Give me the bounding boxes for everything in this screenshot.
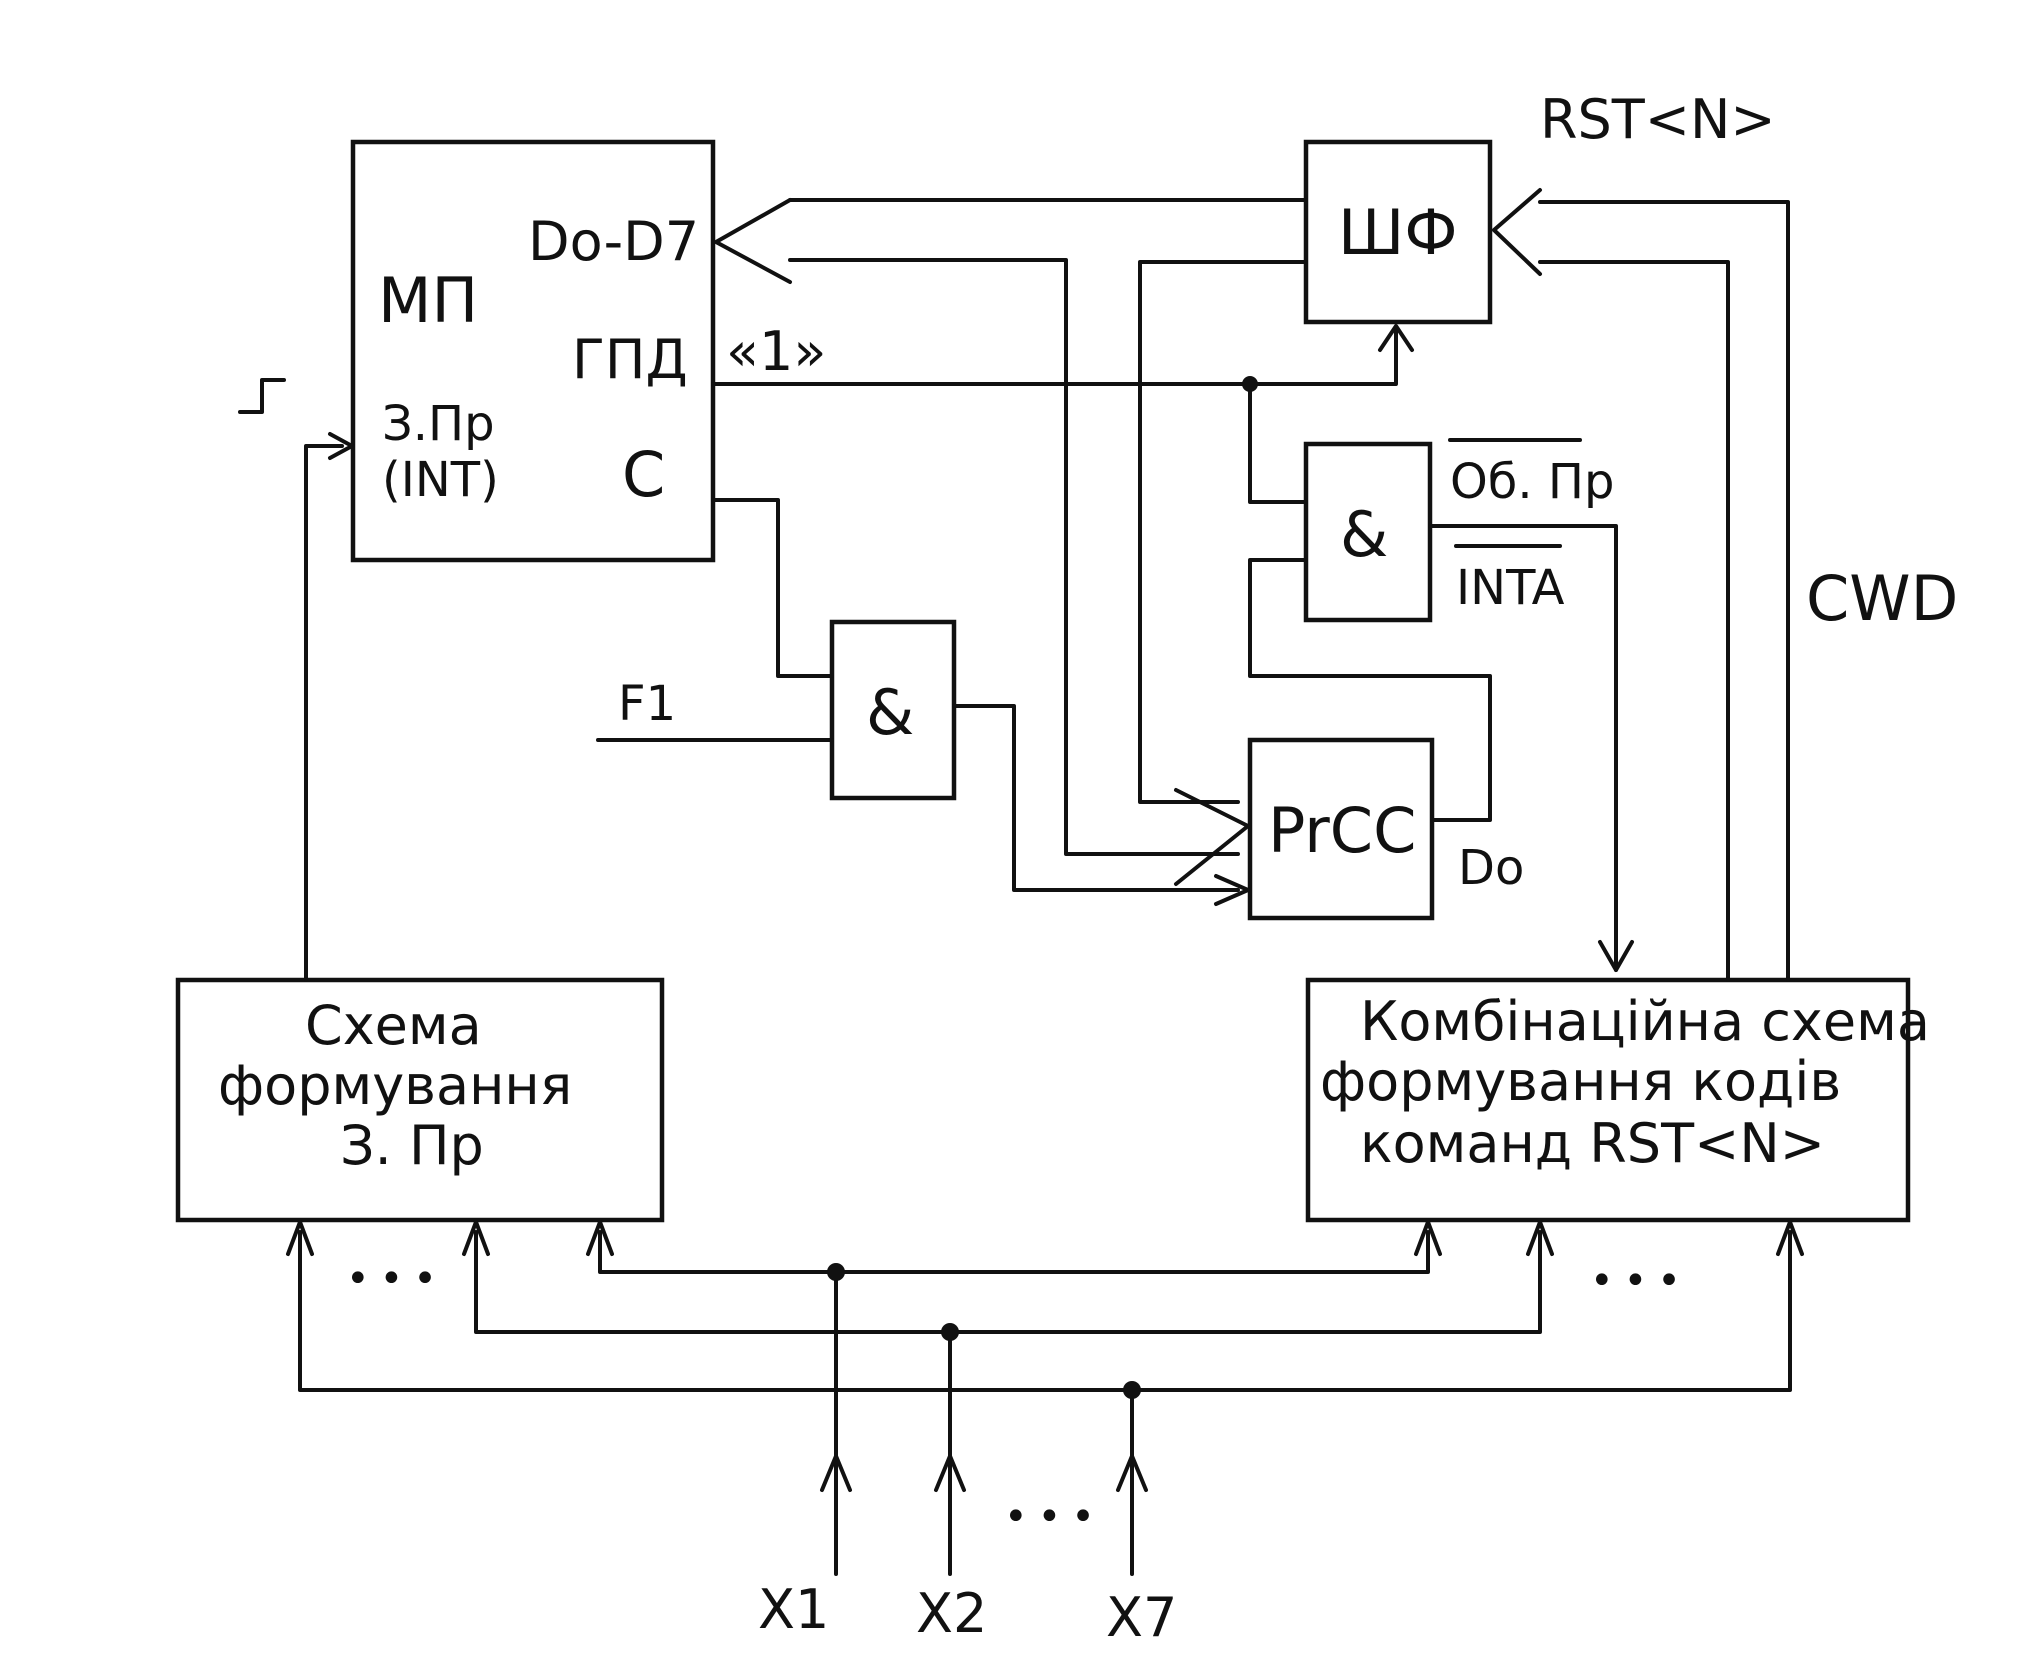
wire-interrupt-request bbox=[304, 444, 344, 982]
arrow-bus-to-rgcc bbox=[1174, 788, 1250, 886]
wire-c-to-and bbox=[711, 498, 834, 678]
arrow-and-to-rgcc bbox=[1214, 874, 1250, 906]
schema-left-frame bbox=[175, 977, 665, 1223]
wire-data-bus-lower bbox=[788, 258, 1240, 856]
signal-cwd-label: СWD bbox=[1806, 562, 1958, 635]
arrow-into-right-3 bbox=[1776, 1220, 1804, 1256]
mp-port-int-label-1: З.Пр bbox=[382, 396, 495, 452]
schema-left-line3: З. Пр bbox=[340, 1114, 484, 1177]
pulse-symbol bbox=[238, 378, 286, 414]
mp-block: МП Do-D7 ГПД З.Пр (INT) C bbox=[350, 139, 716, 563]
arrow-into-left-3 bbox=[586, 1220, 614, 1256]
signal-x7-label: X7 bbox=[1106, 1586, 1177, 1649]
shf-block: ШФ bbox=[1303, 139, 1493, 325]
shf-block-title: ШФ bbox=[1338, 196, 1458, 269]
wire-shf-to-rgcc bbox=[1138, 260, 1308, 804]
signal-f1-label: F1 bbox=[618, 676, 676, 732]
wire-one-to-and-top bbox=[1248, 382, 1308, 504]
arrow-interrupt-to-mp bbox=[328, 432, 354, 460]
wire-x2-bus bbox=[474, 1230, 952, 1576]
arrow-into-right-1 bbox=[1414, 1220, 1442, 1256]
wire-comb-to-shf-1 bbox=[1538, 260, 1730, 982]
junction-x1 bbox=[827, 1263, 845, 1281]
mp-port-data-label: Do-D7 bbox=[528, 210, 699, 273]
mp-port-c-label: C bbox=[622, 438, 665, 511]
and-gate-middle: & bbox=[829, 619, 957, 801]
signal-inta-label: INTA bbox=[1456, 560, 1565, 616]
arrow-data-bus-to-mp bbox=[714, 198, 792, 284]
and-gate-top-symbol: & bbox=[1340, 498, 1388, 571]
signal-x2-label: X2 bbox=[916, 1582, 987, 1645]
arrow-into-right-2 bbox=[1526, 1220, 1554, 1256]
mp-port-gpd-label: ГПД bbox=[572, 328, 688, 391]
and-gate-middle-frame bbox=[829, 619, 957, 801]
wire-x1-bus bbox=[598, 1230, 838, 1576]
wire-gpd-one bbox=[711, 326, 1398, 386]
and-gate-middle-symbol: & bbox=[866, 676, 914, 749]
ellipsis-right: ••• bbox=[1590, 1258, 1691, 1304]
and-gate-top-frame bbox=[1303, 441, 1433, 623]
ellipsis-inputs: ••• bbox=[1004, 1494, 1105, 1540]
signal-rst-label: RST<N> bbox=[1540, 88, 1776, 151]
arrow-one-to-shf bbox=[1378, 324, 1414, 352]
rgcc-register: PrCC Do bbox=[1247, 737, 1524, 921]
ellipsis-left: ••• bbox=[346, 1256, 447, 1302]
schema-left-line1: Схема bbox=[305, 994, 482, 1057]
schema-right-line2: формування кодів bbox=[1320, 1050, 1841, 1113]
schema-left-line2: формування bbox=[218, 1054, 572, 1117]
wire-x2-bus-right bbox=[948, 1230, 1542, 1334]
rgcc-register-frame bbox=[1247, 737, 1435, 921]
signal-ob-pr-label: Об. Пр bbox=[1450, 454, 1614, 510]
wire-x7-bus-right bbox=[1130, 1230, 1792, 1392]
wire-rgcc-feedback bbox=[1248, 558, 1492, 822]
arrow-x2-input bbox=[934, 1454, 966, 1492]
arrow-into-left-1 bbox=[286, 1220, 314, 1256]
mp-port-int-label-2: (INT) bbox=[382, 452, 499, 508]
junction-one-line bbox=[1242, 376, 1258, 392]
schema-right-line3: команд RST<N> bbox=[1360, 1112, 1825, 1175]
wire-and-top-output bbox=[1428, 524, 1618, 972]
arrow-comb-to-shf bbox=[1492, 188, 1542, 276]
schema-right-line1: Комбінаційна схема bbox=[1360, 990, 1930, 1053]
wires bbox=[238, 188, 1804, 1576]
schema-right-block: Комбінаційна схема формування кодів кома… bbox=[1305, 977, 1930, 1223]
wire-x7-bus bbox=[298, 1230, 1134, 1576]
junction-x2 bbox=[941, 1323, 959, 1341]
arrow-into-left-2 bbox=[462, 1220, 490, 1256]
wire-and-to-rgcc bbox=[952, 704, 1240, 892]
arrow-x1-input bbox=[820, 1454, 852, 1492]
schema-right-frame bbox=[1305, 977, 1911, 1223]
mp-block-frame bbox=[350, 139, 716, 563]
rgcc-output-label: Do bbox=[1458, 840, 1524, 896]
arrow-to-comb-scheme bbox=[1598, 940, 1634, 972]
shf-block-frame bbox=[1303, 139, 1493, 325]
wire-comb-to-shf-2 bbox=[1538, 200, 1790, 982]
schema-left-block: Схема формування З. Пр bbox=[175, 977, 665, 1223]
mp-block-title: МП bbox=[378, 264, 478, 337]
arrow-x7-input bbox=[1116, 1454, 1148, 1492]
signal-one-label: «1» bbox=[726, 320, 826, 383]
signal-x1-label: X1 bbox=[758, 1578, 829, 1641]
and-gate-top: & bbox=[1303, 441, 1433, 623]
junction-x7 bbox=[1123, 1381, 1141, 1399]
rgcc-register-title: PrCC bbox=[1268, 794, 1416, 867]
wire-x1-bus-right bbox=[834, 1230, 1430, 1274]
